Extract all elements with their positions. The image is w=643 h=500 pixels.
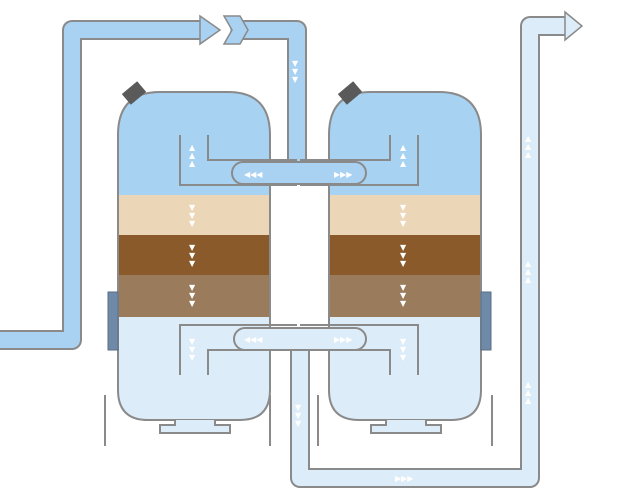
- arrow-down-icon: ▼: [400, 259, 407, 268]
- arrow-down-icon: ▼: [189, 243, 196, 252]
- arrow-down-icon: ▼: [189, 283, 196, 292]
- arrow-down-icon: ▼: [400, 219, 407, 228]
- arrow-down-icon: ▼: [292, 59, 299, 68]
- arrow-down-icon: ▼: [189, 291, 196, 300]
- arrow-down-icon: ▼: [189, 299, 196, 308]
- arrow-down-icon: ▼: [400, 203, 407, 212]
- arrow-up-icon: ▲: [525, 275, 532, 284]
- arrow-up-icon: ▲: [525, 259, 532, 268]
- arrow-down-icon: ▼: [295, 403, 302, 412]
- arrow-down-icon: ▼: [189, 211, 196, 220]
- arrow-right-icon: [199, 14, 222, 46]
- filter-tank-left: [107, 81, 297, 434]
- arrow-left-icon: ◀◀◀: [244, 170, 263, 179]
- arrow-down-icon: ▼: [400, 345, 407, 354]
- arrow-down-icon: ▼: [400, 337, 407, 346]
- filter-tank-right: [300, 81, 492, 434]
- arrow-down-icon: ▼: [400, 283, 407, 292]
- arrow-down-icon: ▼: [400, 243, 407, 252]
- arrow-down-icon: ▼: [400, 353, 407, 362]
- arrow-down-icon: ▼: [189, 251, 196, 260]
- arrow-down-icon: ▼: [292, 67, 299, 76]
- arrow-down-icon: ▼: [189, 353, 196, 362]
- arrow-up-icon: ▲: [525, 142, 532, 151]
- arrow-up-icon: ▲: [525, 150, 532, 159]
- arrow-down-icon: ▼: [189, 345, 196, 354]
- arrow-up-icon: ▲: [525, 267, 532, 276]
- side-flange: [480, 291, 492, 351]
- arrow-down-icon: ▼: [400, 299, 407, 308]
- arrow-down-icon: ▼: [400, 291, 407, 300]
- arrow-right-icon: ▶▶▶: [334, 170, 353, 179]
- arrow-down-icon: ▼: [189, 203, 196, 212]
- arrow-up-icon: ▲: [400, 143, 407, 152]
- arrow-up-icon: ▲: [525, 396, 532, 405]
- arrow-right-icon: [564, 10, 584, 42]
- arrow-down-icon: ▼: [295, 419, 302, 428]
- arrow-up-icon: ▲: [525, 134, 532, 143]
- tank-legs: [104, 395, 493, 446]
- chevron-inlet-icon: [222, 15, 249, 45]
- arrow-up-icon: ▲: [400, 159, 407, 168]
- arrow-down-icon: ▼: [400, 251, 407, 260]
- arrow-up-icon: ▲: [525, 388, 532, 397]
- arrow-up-icon: ▲: [189, 151, 196, 160]
- arrow-down-icon: ▼: [189, 337, 196, 346]
- arrow-up-icon: ▲: [189, 159, 196, 168]
- flow-arrows: ▼ ▼ ▼ ◀◀◀ ▶▶▶ ▲ ▲ ▲ ▲ ▲ ▲ ▼ ▼ ▼ ▼ ▼ ▼ ▼ …: [189, 59, 532, 483]
- bottom-manifold: [233, 327, 367, 351]
- arrow-right-icon: ▶▶▶: [395, 474, 414, 483]
- arrow-up-icon: ▲: [400, 151, 407, 160]
- arrow-down-icon: ▼: [189, 219, 196, 228]
- side-flange: [107, 291, 119, 351]
- air-valve: [337, 81, 363, 105]
- top-manifold: [231, 161, 367, 185]
- arrow-down-icon: ▼: [189, 259, 196, 268]
- arrow-right-icon: ▶▶▶: [334, 335, 353, 344]
- arrow-down-icon: ▼: [292, 75, 299, 84]
- air-valve: [121, 81, 147, 105]
- arrow-up-icon: ▲: [189, 143, 196, 152]
- arrow-up-icon: ▲: [525, 380, 532, 389]
- arrow-left-icon: ◀◀◀: [244, 335, 263, 344]
- arrow-down-icon: ▼: [295, 411, 302, 420]
- arrow-down-icon: ▼: [400, 211, 407, 220]
